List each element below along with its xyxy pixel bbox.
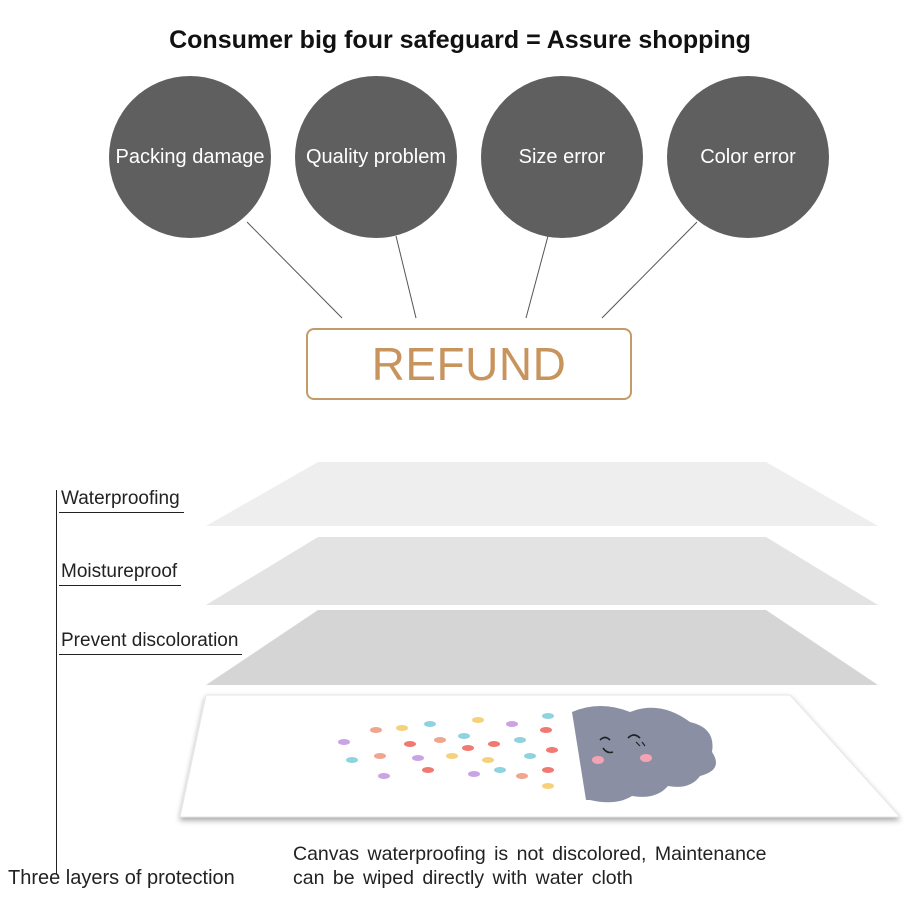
safeguard-label: Color error (700, 145, 796, 168)
safeguard-label: Size error (518, 145, 606, 168)
layer-label-moistureproof: Moistureproof (59, 561, 182, 586)
safeguard-quality-problem: Quality problem (295, 76, 457, 238)
caption-line-1: Canvas waterproofing is not discolored, … (293, 843, 767, 865)
safeguard-packing-damage: Packing damage (109, 76, 271, 238)
refund-box: REFUND (306, 328, 632, 400)
canvas-artwork (179, 694, 902, 818)
safeguard-label: Quality problem (305, 145, 447, 168)
layer-moistureproof (206, 537, 878, 605)
page-title: Consumer big four safeguard = Assure sho… (169, 26, 751, 54)
layers-bracket-line (56, 490, 57, 874)
caption-line-2: can be wiped directly with water cloth (293, 867, 633, 889)
cloud-icon (572, 706, 716, 803)
safeguard-size-error: Size error (481, 76, 643, 238)
layers-summary: Three layers of protection (8, 867, 235, 889)
raindrops (338, 713, 558, 789)
safeguard-color-error: Color error (667, 76, 829, 238)
refund-label: REFUND (371, 338, 567, 390)
layer-label-prevent-discoloration: Prevent discoloration (59, 630, 243, 655)
caption: Canvas waterproofing is not discolored, … (293, 842, 767, 890)
layer-waterproofing (206, 462, 878, 526)
layer-prevent-discoloration (206, 610, 878, 685)
layer-label-waterproofing: Waterproofing (59, 488, 184, 513)
safeguard-label: Packing damage (115, 145, 265, 168)
